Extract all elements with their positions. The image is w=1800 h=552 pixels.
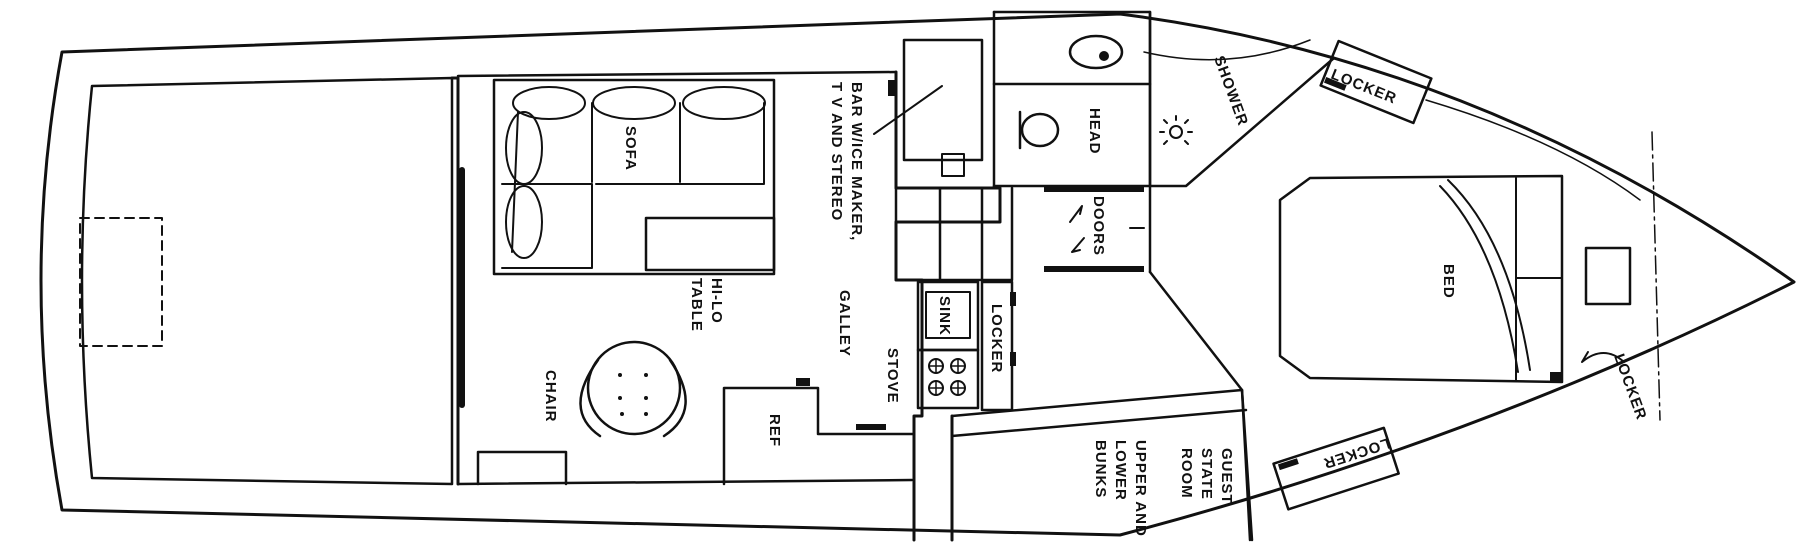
sofa-back [511,111,519,253]
table-label: HI-LO [708,278,725,324]
door-bottom [1044,266,1144,272]
chair-arm [662,358,687,438]
guest-stateroom-top2 [950,408,1248,438]
doors-label: DOORS [1090,196,1107,256]
galley-locker-handle [1010,352,1016,366]
head-basin [1068,34,1124,70]
chair-label: CHAIR [542,370,559,423]
salon-wall [450,76,460,486]
hull-outline [39,12,1796,537]
galley-locker-handle [1010,292,1016,306]
bar-label: BAR W/ICE MAKER, [848,82,865,241]
head-drain [1099,51,1109,61]
sofa-frame [492,78,776,276]
guest-stateroom-partition [1240,388,1254,542]
locker-bottom-label: LOCKER [1321,434,1392,472]
cockpit-deck [80,76,454,486]
galley-locker-label: LOCKER [988,304,1005,373]
sofa-label: SOFA [622,126,639,171]
bunks-label-line3: BUNKS [1092,440,1109,498]
guest-label: GUEST [1218,448,1235,505]
bed-headboard [1515,177,1563,381]
refrigerator-handle [856,424,886,430]
bar-label-line2: T V AND STEREO [828,82,845,221]
chair-arm [579,358,602,438]
chair [586,340,682,436]
head-compartment [992,10,1152,188]
bed-fold [1439,185,1519,373]
shower-head-icon [1159,115,1193,145]
door-swing-arrow [1069,205,1083,223]
refrigerator-latch [796,378,810,386]
galley-label: GALLEY [836,290,853,357]
table-label-line2: TABLE [688,278,705,332]
stove-label: STOVE [884,348,901,404]
bunks-label-line2: LOWER [1112,440,1129,501]
salon-cabinet [476,450,568,486]
head-label: HEAD [1086,108,1103,155]
stove-burners [928,358,966,396]
locker-right-label: LOCKER [1610,352,1650,423]
sofa-end-cushion [505,185,543,259]
locker-top [1319,39,1433,125]
bed-label: BED [1440,264,1457,299]
stove-frame [916,348,980,410]
galley-locker [980,280,1014,412]
forward-locker [1584,246,1632,306]
ref-label: REF [766,414,783,447]
sofa-cushion [592,86,676,120]
bar-pointer [873,85,943,135]
chair-cushion-dots [618,373,648,416]
shower-arc [1143,39,1311,61]
refrigerator [722,386,916,486]
bed-fold [1447,179,1531,371]
hi-lo-table [644,216,776,272]
bar-handle [888,80,896,96]
bar-counter [902,38,984,162]
door-swing-arrow [1071,237,1085,253]
bar-sink [941,153,965,177]
guest-stateroom-top [950,388,1244,418]
sofa-cushion [512,86,586,120]
deck-hatch [79,217,163,347]
bed-corner [1550,372,1562,382]
door-top [1044,186,1144,192]
galley-partition-upper [894,10,996,190]
shower-label: SHOWER [1210,54,1251,129]
guest-label-line2: STATE [1198,448,1215,500]
toilet [1020,112,1060,148]
sofa-base [501,183,593,269]
forward-cabin-arc [1425,99,1641,201]
forward-locker-arrow [1581,351,1625,363]
shower-wall [1148,10,1336,188]
galley-cabinets [894,186,1014,282]
bunks-label: UPPER AND [1132,440,1149,537]
sofa-end-cushion [505,111,543,185]
guest-label-line3: ROOM [1178,448,1195,499]
forward-bulkhead [1651,131,1661,421]
sofa-cushion [591,102,765,185]
locker-bottom [1272,426,1400,511]
salon-top-wall [456,70,898,78]
sofa-cushion [682,86,766,120]
galley-sink [925,291,971,339]
salon-bottom-wall [456,478,914,486]
sink-label: SINK [936,296,953,336]
